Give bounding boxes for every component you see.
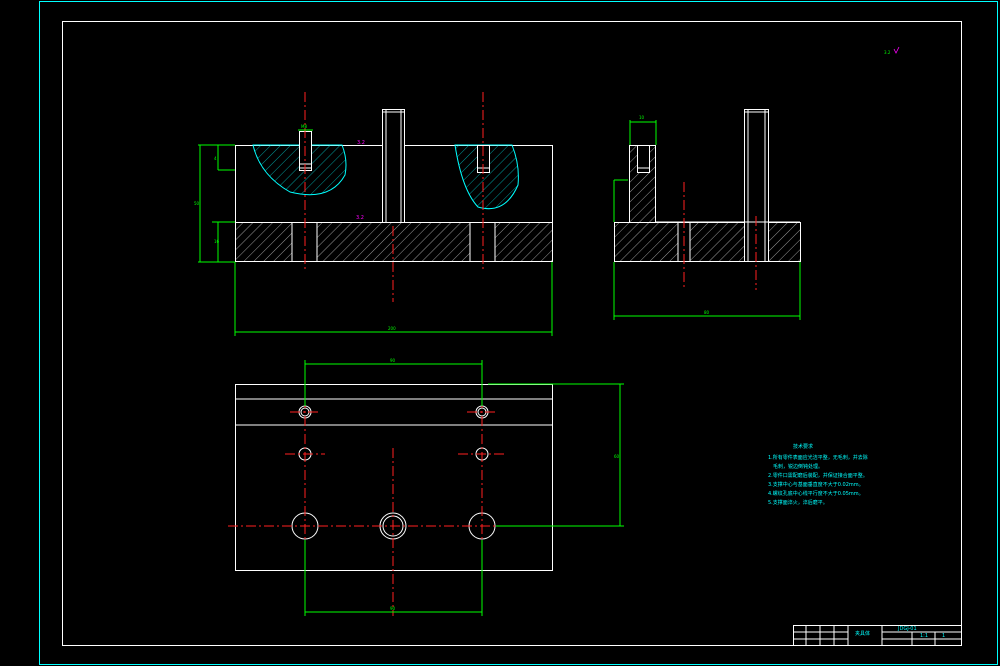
drawing-number: JDGJ-01: [897, 626, 917, 632]
part-name: 夹具体: [855, 630, 870, 637]
svg-text:16: 16: [214, 239, 220, 244]
note-line: 2.零件口需配磨后装配，并保证接合面平整。: [768, 472, 868, 479]
front-cutaway-right: [454, 144, 519, 210]
svg-text:60: 60: [614, 454, 620, 459]
technical-notes: 技术要求 1.所有零件表面应光洁平整，无毛刺，并去除 毛刺，锐边倒钝处理。 2.…: [768, 443, 868, 506]
roughness-check-icon: [893, 46, 900, 54]
svg-text:10: 10: [639, 115, 645, 120]
svg-text:3.2: 3.2: [884, 50, 891, 55]
side-base-hatched: [614, 222, 801, 262]
note-line: 毛刺，锐边倒钝处理。: [773, 463, 823, 470]
plan-view: 90 90 60: [228, 358, 624, 616]
svg-text:3.2: 3.2: [356, 215, 364, 221]
svg-text:3.2: 3.2: [357, 140, 365, 146]
note-line: 3.支撑中心与基面垂直度不大于0.02mm。: [768, 481, 864, 488]
svg-text:200: 200: [388, 326, 396, 331]
side-view: 10 80: [613, 109, 801, 320]
front-center-pillar: [382, 109, 405, 223]
general-roughness-mark: 3.2: [884, 46, 900, 55]
side-tapped-hole: [637, 145, 650, 173]
inner-border: [62, 21, 962, 646]
note-line: 5.支撑面淬火，淬后磨平。: [768, 499, 828, 506]
svg-text:50: 50: [194, 201, 200, 206]
svg-text:M8: M8: [301, 124, 307, 129]
outer-border: [39, 1, 998, 665]
svg-text:4: 4: [214, 156, 217, 161]
note-line: 1.所有零件表面应光洁平整，无毛刺，并去除: [768, 454, 868, 461]
title-block: 夹具体 JDGJ-01 1:1 1: [793, 625, 962, 646]
scale-value: 1:1: [920, 633, 928, 639]
sheet-number: 1: [942, 633, 945, 639]
svg-text:80: 80: [704, 310, 710, 315]
notes-title: 技术要求: [793, 443, 813, 450]
front-view: 3.2 3.2 50 4 16 M8 200: [194, 92, 553, 336]
svg-text:90: 90: [390, 606, 396, 611]
note-line: 4.螺纹孔底中心线平行度不大于0.05mm。: [768, 490, 864, 497]
front-base-hatched: [235, 222, 553, 262]
plan-outline: [235, 384, 553, 571]
svg-text:90: 90: [390, 358, 396, 363]
